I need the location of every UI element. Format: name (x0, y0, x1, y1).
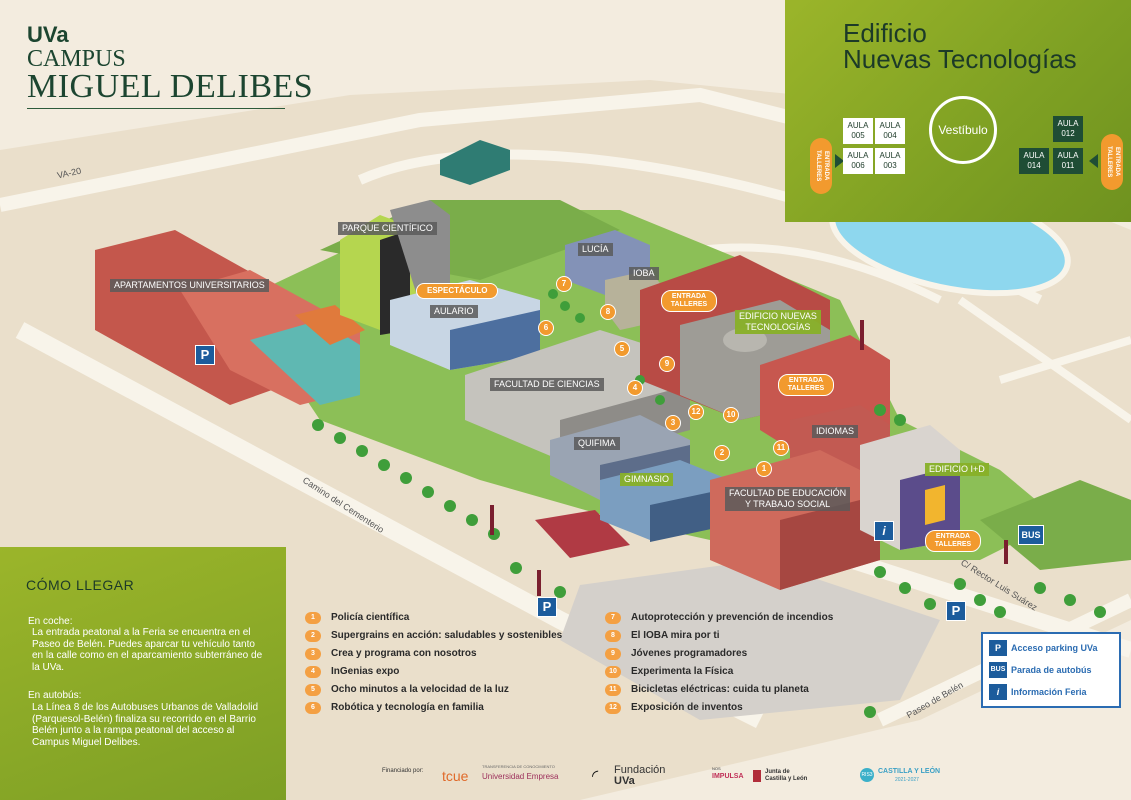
parking-marker-south[interactable]: P (537, 597, 557, 617)
map-marker-8[interactable]: 8 (600, 304, 616, 320)
financiado-label: Financiado por: (382, 768, 424, 774)
tcue-logo: tcue (442, 768, 469, 784)
how-to-get-title: CÓMO LLEGAR (26, 577, 135, 593)
campus-line2: MIGUEL DELIBES (27, 68, 314, 105)
how-to-get-panel: CÓMO LLEGAR En coche: La entrada peatona… (0, 547, 286, 800)
ris3-logo: RIS3 (860, 768, 874, 782)
map-marker-1[interactable]: 1 (756, 461, 772, 477)
bus-heading: En autobús: (28, 690, 82, 701)
campus-line1: CAMPUS (27, 46, 126, 72)
parking-icon: P (989, 640, 1007, 656)
label-aulario: AULARIO (430, 305, 478, 318)
label-entrada-talleres-3: ENTRADA TALLERES (925, 530, 981, 552)
panel-entrance-left: ENTRADA TALLERES (810, 138, 832, 194)
info-icon: i (989, 684, 1007, 700)
castilla-years: 2021-2027 (895, 777, 919, 783)
map-marker-10[interactable]: 10 (723, 407, 739, 423)
arrow-right-icon (835, 154, 844, 168)
sponsors-bar: Financiado por: tcue TRANSFERENCIA DE CO… (370, 760, 970, 800)
map-marker-4[interactable]: 4 (627, 380, 643, 396)
bus-text: La Línea 8 de los Autobuses Urbanos de V… (32, 702, 259, 748)
label-ioba: IOBA (629, 267, 659, 280)
info-marker[interactable]: i (874, 521, 894, 541)
panel-entrance-right: ENTRADA TALLERES (1101, 134, 1123, 190)
map-marker-3[interactable]: 3 (665, 415, 681, 431)
tcue-sub1: TRANSFERENCIA DE CONOCIMIENTO (482, 764, 555, 769)
vestibulo-circle: Vestíbulo (929, 96, 997, 164)
parking-marker-east[interactable]: P (946, 601, 966, 621)
panel-title: Edificio Nuevas Tecnologías (843, 20, 1077, 72)
panel-title-line1: Edificio (843, 18, 927, 48)
label-idiomas: IDIOMAS (812, 425, 859, 438)
label-gimnasio: GIMNASIO (620, 473, 674, 486)
map-marker-5[interactable]: 5 (614, 341, 630, 357)
map-marker-12[interactable]: 12 (688, 404, 704, 420)
label-parque-cientifico: PARQUE CIENTÍFICO (338, 222, 437, 235)
label-entrada-talleres-2: ENTRADA TALLERES (778, 374, 834, 396)
tcue-sub2: Universidad Empresa (482, 772, 559, 781)
map-marker-11[interactable]: 11 (773, 440, 789, 456)
campus-title: UVa CAMPUS MIGUEL DELIBES (27, 24, 313, 109)
car-text: La entrada peatonal a la Feria se encuen… (32, 627, 263, 673)
label-espectaculo: ESPECTÁCULO (416, 283, 499, 299)
bus-stop-marker[interactable]: BUS (1018, 525, 1044, 545)
map-marker-6[interactable]: 6 (538, 320, 554, 336)
junta-shield-icon (753, 770, 761, 782)
label-edificio-id: EDIFICIO I+D (925, 463, 989, 476)
impulsa-logo: IMPULSA (712, 773, 744, 780)
parking-marker-west[interactable]: P (195, 345, 215, 365)
label-quifima: QUIFIMA (574, 437, 620, 450)
impulsa-small: NOS (712, 766, 721, 771)
arrow-left-icon (1089, 154, 1098, 168)
car-heading: En coche: (28, 616, 73, 627)
label-facultad-ciencias: FACULTAD DE CIENCIAS (490, 378, 604, 391)
uva-logo-text: UVa (27, 22, 69, 47)
label-apartamentos: APARTAMENTOS UNIVERSITARIOS (110, 279, 269, 292)
fundacion-logo-icon: ◜ (592, 768, 599, 785)
bus-icon: BUS (989, 662, 1007, 678)
fundacion-logo: Fundación UVa (614, 764, 666, 787)
panel-title-line2: Nuevas Tecnologías (843, 44, 1077, 74)
label-lucia: LUCÍA (578, 243, 613, 256)
map-marker-9[interactable]: 9 (659, 356, 675, 372)
map-marker-7[interactable]: 7 (556, 276, 572, 292)
building-floor-panel: Edificio Nuevas Tecnologías ENTRADA TALL… (785, 0, 1131, 222)
title-divider (27, 108, 285, 109)
map-marker-2[interactable]: 2 (714, 445, 730, 461)
castilla-logo: CASTILLA Y LEÓN (878, 768, 941, 775)
label-entrada-talleres-1: ENTRADA TALLERES (661, 290, 717, 312)
